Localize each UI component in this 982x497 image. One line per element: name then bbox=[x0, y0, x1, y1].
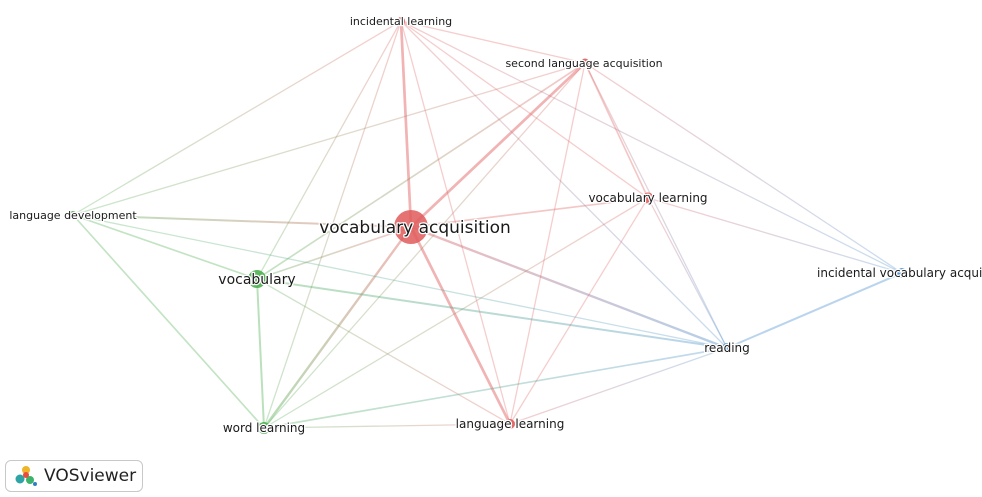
edge-second-language-acquisition-vocabulary bbox=[256, 62, 586, 280]
edge-vocabulary-reading bbox=[256, 278, 728, 349]
edge-language-development-word-learning bbox=[72, 214, 265, 429]
node-incidental-vocabulary-acquisition[interactable] bbox=[897, 268, 907, 278]
edge-vocabulary-word-learning bbox=[256, 278, 265, 429]
edge-reading-incidental-vocabulary-acquisition bbox=[726, 272, 903, 349]
edge-incidental-learning-reading bbox=[400, 20, 728, 349]
edge-second-language-acquisition-language-learning bbox=[509, 62, 586, 425]
label-vocabulary-acquisition[interactable]: vocabulary acquisition bbox=[318, 217, 512, 240]
edge-vocabulary-acquisition-reading bbox=[409, 225, 729, 350]
node-incidental-learning[interactable] bbox=[397, 17, 405, 25]
edge-incidental-learning-word-learning bbox=[263, 20, 402, 429]
label-incidental-learning[interactable]: incidental learning bbox=[349, 14, 454, 30]
node-vocabulary[interactable] bbox=[248, 270, 266, 288]
nodes-layer bbox=[69, 17, 907, 434]
edge-language-development-reading bbox=[72, 214, 728, 349]
label-reading[interactable]: reading bbox=[703, 340, 751, 357]
node-vocabulary-learning[interactable] bbox=[642, 192, 654, 204]
edge-vocabulary-learning-language-learning bbox=[509, 197, 649, 425]
label-language-learning[interactable]: language learning bbox=[454, 416, 565, 433]
edge-incidental-learning-language-development bbox=[72, 20, 402, 216]
labels-layer: vocabulary acquisition incidental learnin… bbox=[8, 14, 982, 437]
edge-incidental-learning-vocabulary-learning bbox=[400, 20, 649, 199]
edge-reading-language-learning bbox=[509, 347, 728, 425]
edge-vocabulary-learning-word-learning bbox=[263, 197, 649, 429]
edge-language-development-vocabulary bbox=[72, 214, 258, 280]
edge-incidental-learning-language-learning bbox=[400, 20, 511, 425]
edge-incidental-learning-second-language-acquisition bbox=[400, 20, 586, 64]
label-word-learning[interactable]: word learning bbox=[222, 420, 307, 437]
label-vocabulary[interactable]: vocabulary bbox=[217, 271, 297, 290]
edge-word-learning-reading bbox=[263, 347, 728, 429]
edge-vocabulary-acquisition-word-learning bbox=[262, 225, 413, 430]
label-second-language-acquisition[interactable]: second language acquisition bbox=[504, 56, 664, 72]
logo-text: VOSviewer bbox=[44, 466, 137, 486]
edge-incidental-learning-incidental-vocabulary-acquisition bbox=[400, 20, 903, 274]
node-word-learning[interactable] bbox=[258, 422, 270, 434]
edge-second-language-acquisition-reading bbox=[584, 62, 728, 349]
edge-vocabulary-learning-reading bbox=[647, 197, 728, 349]
edge-second-language-acquisition-language-development bbox=[72, 62, 586, 216]
edge-second-language-acquisition-word-learning bbox=[263, 62, 586, 429]
node-vocabulary-acquisition[interactable] bbox=[394, 210, 428, 244]
edge-vocabulary-language-learning bbox=[256, 278, 511, 425]
vosviewer-logo-icon bbox=[15, 466, 37, 486]
edge-word-learning-language-learning bbox=[263, 423, 511, 429]
edge-vocabulary-acquisition-language-development bbox=[72, 214, 412, 228]
edge-incidental-learning-vocabulary bbox=[256, 20, 402, 280]
edges-layer bbox=[72, 19, 903, 430]
edge-vocabulary-acquisition-vocabulary-learning bbox=[410, 197, 649, 228]
vosviewer-logo[interactable]: VOSviewer bbox=[5, 460, 143, 492]
label-vocabulary-learning[interactable]: vocabulary learning bbox=[587, 190, 709, 207]
node-language-learning[interactable] bbox=[505, 419, 515, 429]
label-incidental-vocabulary-acquisition[interactable]: incidental vocabulary acquis bbox=[816, 265, 982, 282]
edge-vocabulary-acquisition-incidental-learning bbox=[399, 19, 413, 229]
label-language-development[interactable]: language development bbox=[8, 208, 138, 224]
edge-vocabulary-acquisition-language-learning bbox=[409, 225, 512, 426]
node-language-development[interactable] bbox=[69, 211, 77, 219]
node-reading[interactable] bbox=[722, 343, 732, 353]
node-second-language-acquisition[interactable] bbox=[580, 58, 590, 68]
edge-vocabulary-acquisition-vocabulary bbox=[256, 226, 412, 280]
edge-second-language-acquisition-incidental-vocabulary-acquisition bbox=[584, 62, 903, 274]
edge-vocabulary-learning-incidental-vocabulary-acquisition bbox=[647, 197, 903, 274]
edge-vocabulary-acquisition-second-language-acquisition bbox=[409, 61, 587, 229]
